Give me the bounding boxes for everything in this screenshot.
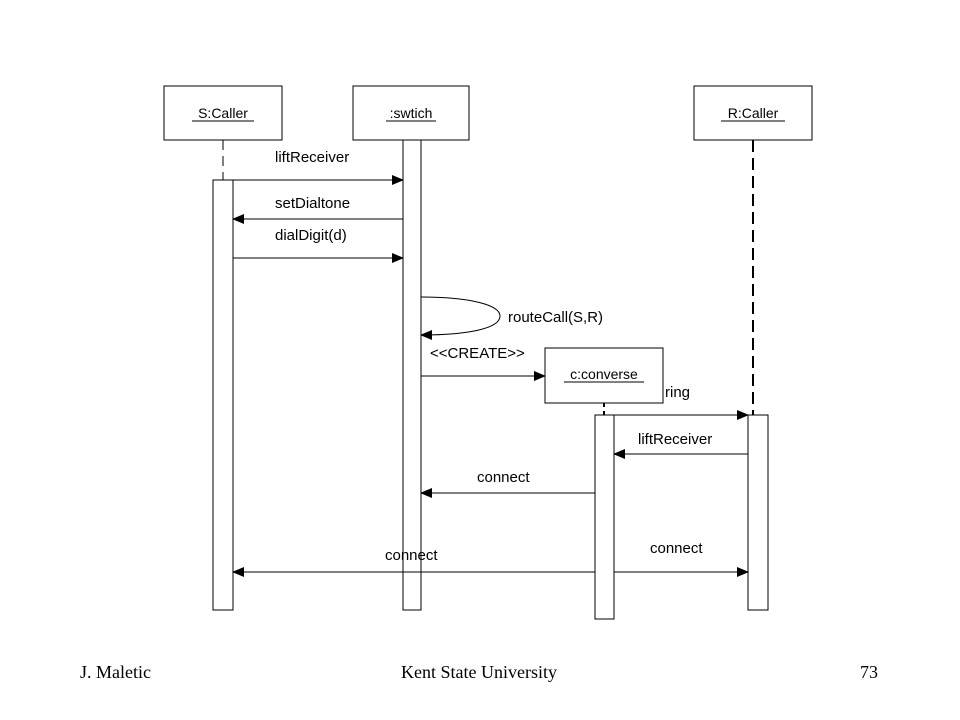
message-connect-3-label: connect [650, 540, 703, 557]
object-switch: :swtich [352, 85, 470, 141]
message-route-call: routeCall(S,R) [420, 296, 603, 340]
message-connect-1: connect [420, 469, 595, 498]
object-switch-label: :swtich [390, 105, 433, 121]
footer-page-number: 73 [860, 662, 878, 682]
message-set-dialtone: setDialtone [232, 195, 403, 224]
message-dial-digit-label: dialDigit(d) [275, 227, 347, 244]
message-route-call-label: routeCall(S,R) [508, 309, 603, 326]
message-lift-receiver-1: liftReceiver [233, 149, 404, 185]
message-set-dialtone-label: setDialtone [275, 195, 350, 212]
message-create-label: <<CREATE>> [430, 345, 525, 362]
object-s-caller-label: S:Caller [198, 105, 248, 121]
message-dial-digit: dialDigit(d) [233, 227, 404, 263]
message-ring: ring [614, 384, 749, 420]
message-connect-2-label: connect [385, 547, 438, 564]
message-connect-1-label: connect [477, 469, 530, 486]
object-r-caller-label: R:Caller [728, 105, 779, 121]
message-lift-receiver-2: liftReceiver [613, 431, 748, 459]
object-s-caller: S:Caller [163, 85, 283, 141]
activation-s-caller [212, 179, 234, 611]
object-r-caller: R:Caller [693, 85, 813, 141]
message-lift-receiver-2-label: liftReceiver [638, 431, 712, 448]
message-ring-label: ring [665, 384, 690, 401]
message-lift-receiver-1-label: liftReceiver [275, 149, 349, 166]
message-connect-2: connect [232, 547, 595, 577]
message-create: <<CREATE>> [421, 345, 546, 381]
object-converse-label: c:converse [570, 366, 638, 382]
footer-institution: Kent State University [401, 662, 557, 682]
object-converse: c:converse [544, 347, 664, 404]
message-connect-3: connect [614, 540, 749, 577]
activation-r-caller [747, 414, 769, 611]
activation-converse [594, 414, 615, 620]
footer-author: J. Maletic [80, 662, 151, 682]
activation-switch [402, 139, 422, 611]
